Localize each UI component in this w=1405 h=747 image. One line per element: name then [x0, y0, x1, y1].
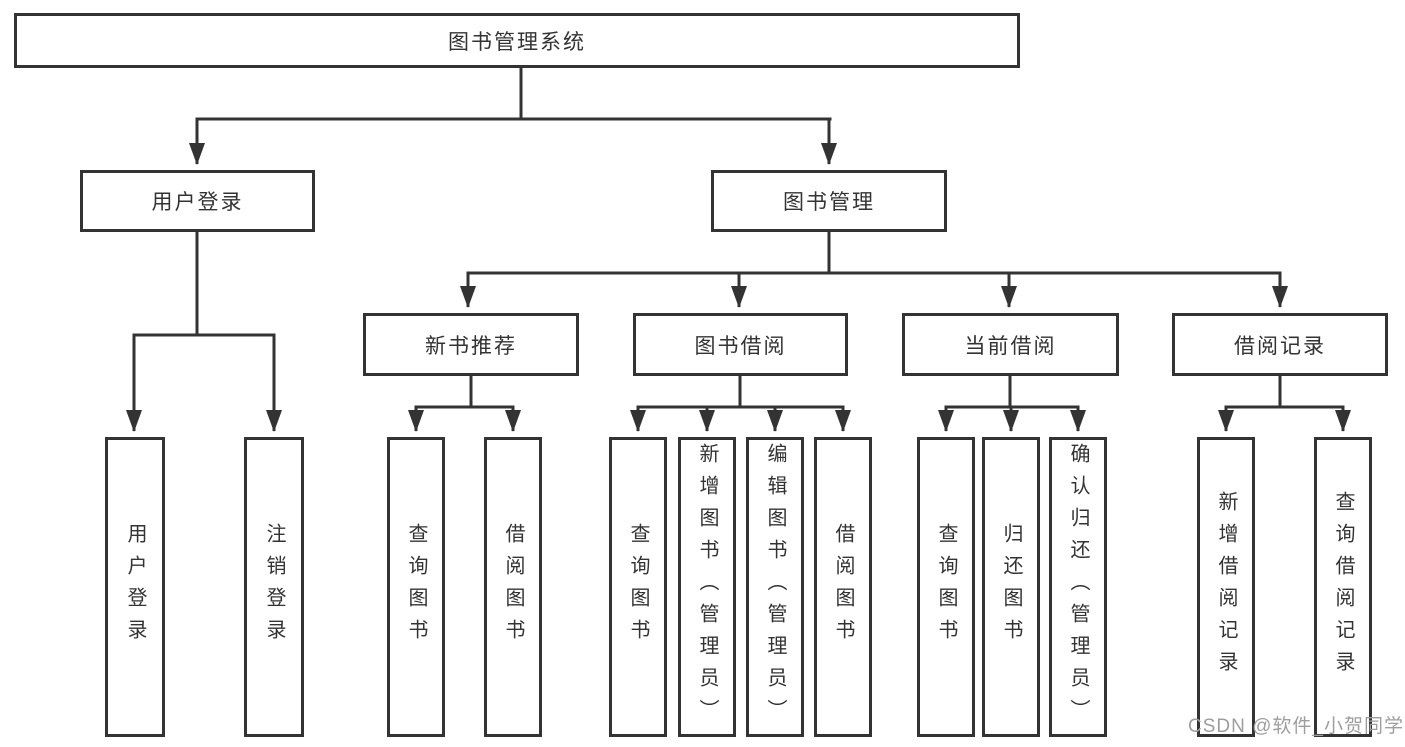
leaf-logout: 注销登录 — [244, 437, 304, 737]
leaf-add-borrowing-record: 新增借阅记录 — [1197, 437, 1255, 737]
leaf-borrow-books-recommend-label: 借阅图书 — [502, 523, 524, 651]
leaf-confirm-return-admin: 确认归还（管理员） — [1049, 437, 1107, 737]
leaf-return-books-label: 归还图书 — [1000, 523, 1022, 651]
leaf-query-books-recommend: 查询图书 — [387, 437, 445, 737]
leaf-confirm-return-admin-label: 确认归还（管理员） — [1067, 443, 1089, 731]
node-borrowing-records-label: 借阅记录 — [1234, 334, 1326, 358]
node-book-management-label: 图书管理 — [783, 191, 875, 214]
leaf-query-books-current-label: 查询图书 — [935, 523, 957, 651]
leaf-add-borrowing-record-label: 新增借阅记录 — [1215, 491, 1237, 683]
leaf-query-books-borrowing: 查询图书 — [609, 437, 667, 737]
node-root: 图书管理系统 — [14, 13, 1020, 68]
leaf-query-books-recommend-label: 查询图书 — [405, 523, 427, 651]
watermark: CSDN @软件_小贺同学 — [1188, 716, 1404, 737]
node-user-login-label: 用户登录 — [151, 191, 244, 214]
leaf-user-login-label: 用户登录 — [124, 523, 146, 651]
node-user-login: 用户登录 — [80, 170, 315, 232]
node-book-borrowing-label: 图书借阅 — [694, 334, 787, 358]
node-new-book-recommendation: 新书推荐 — [363, 313, 579, 376]
leaf-borrow-books-recommend: 借阅图书 — [484, 437, 542, 737]
node-book-management: 图书管理 — [711, 170, 947, 232]
node-borrowing-records: 借阅记录 — [1172, 313, 1388, 376]
leaf-return-books: 归还图书 — [982, 437, 1040, 737]
node-current-borrowing-label: 当前借阅 — [964, 334, 1057, 358]
leaf-logout-label: 注销登录 — [263, 523, 285, 651]
leaf-query-borrowing-record: 查询借阅记录 — [1314, 437, 1372, 737]
leaf-borrow-books-borrowing-label: 借阅图书 — [832, 523, 854, 651]
node-book-borrowing: 图书借阅 — [633, 313, 848, 376]
leaf-query-books-current: 查询图书 — [917, 437, 975, 737]
leaf-query-borrowing-record-label: 查询借阅记录 — [1332, 491, 1354, 683]
leaf-borrow-books-borrowing: 借阅图书 — [814, 437, 872, 737]
leaf-add-books-admin: 新增图书（管理员） — [678, 437, 736, 737]
node-current-borrowing: 当前借阅 — [902, 313, 1119, 376]
leaf-query-books-borrowing-label: 查询图书 — [627, 523, 649, 651]
leaf-edit-books-admin-label: 编辑图书（管理员） — [764, 443, 786, 731]
node-new-book-recommendation-label: 新书推荐 — [425, 334, 517, 358]
leaf-user-login: 用户登录 — [105, 437, 165, 737]
node-root-label: 图书管理系统 — [448, 30, 586, 54]
leaf-edit-books-admin: 编辑图书（管理员） — [746, 437, 804, 737]
leaf-add-books-admin-label: 新增图书（管理员） — [696, 443, 718, 731]
